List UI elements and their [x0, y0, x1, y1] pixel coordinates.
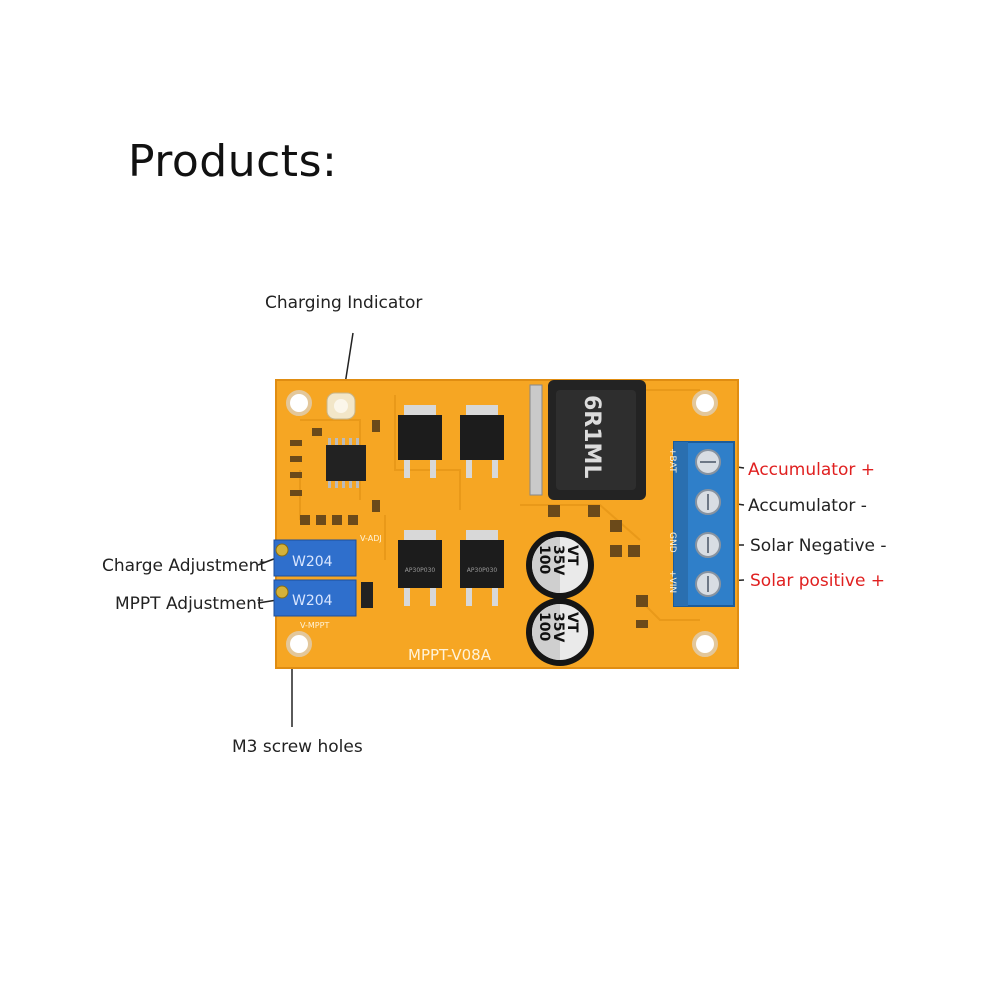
callout-mppt-adjustment: MPPT Adjustment: [115, 594, 264, 614]
terminal-block: [673, 441, 735, 607]
small-diode: [361, 582, 373, 608]
cap-value: 100: [536, 612, 552, 641]
mounting-holes: [286, 390, 718, 657]
callout-charging-indicator: Charging Indicator: [265, 293, 423, 313]
callout-charge-adjustment: Charge Adjustment: [102, 556, 267, 576]
silk-terminal-gnd: GND: [667, 532, 677, 553]
callout-solar-positive: Solar positive +: [750, 571, 886, 591]
callout-accumulator-pos: Accumulator +: [748, 460, 875, 480]
pcb-board: AP30P030 AP30P030 6R1ML VT 35V 100: [273, 379, 739, 669]
terminal-screw-gnd[interactable]: [695, 532, 721, 558]
pot-mppt-adjustment[interactable]: W204: [273, 579, 357, 617]
terminal-screw-neg[interactable]: [695, 489, 721, 515]
mosfet-top-left: [398, 405, 442, 478]
terminal-screw-vin[interactable]: [695, 571, 721, 597]
cap-voltage: 35V: [550, 612, 566, 642]
pot-marking: W204: [292, 554, 333, 570]
cap-series: VT: [564, 545, 580, 566]
mosfet-bottom-right: AP30P030: [460, 530, 504, 606]
inductor-code: 6R1ML: [579, 395, 604, 478]
silk-terminal-vin: +VIN: [667, 570, 677, 593]
cap-value: 100: [536, 545, 552, 574]
terminal-screw-bat[interactable]: [695, 449, 721, 475]
callout-m3-screw-holes: M3 screw holes: [232, 737, 363, 757]
mosfet-bottom-left: AP30P030: [398, 530, 442, 606]
capacitor-bottom: VT 35V 100: [526, 598, 594, 666]
board-model: MPPT-V08A: [408, 646, 492, 664]
silk-vadj: V-ADJ: [360, 534, 382, 543]
controller-ic: [326, 438, 366, 488]
callout-solar-negative: Solar Negative -: [750, 536, 887, 556]
mosfet-top-right: [460, 405, 504, 478]
charging-led: [326, 392, 356, 420]
mosfet-marking: AP30P030: [467, 567, 498, 574]
pot-charge-adjustment[interactable]: W204: [273, 539, 357, 577]
capacitor-top: VT 35V 100: [526, 531, 594, 599]
silk-vmppt: V-MPPT: [300, 621, 329, 630]
silk-terminal-bat: +BAT: [667, 448, 677, 473]
page-title: Products:: [128, 136, 338, 187]
cap-voltage: 35V: [550, 545, 566, 575]
pot-marking: W204: [292, 593, 333, 609]
cap-series: VT: [564, 612, 580, 633]
mosfet-marking: AP30P030: [405, 567, 436, 574]
callout-accumulator-neg: Accumulator -: [748, 496, 867, 516]
power-inductor: 6R1ML: [529, 380, 646, 500]
